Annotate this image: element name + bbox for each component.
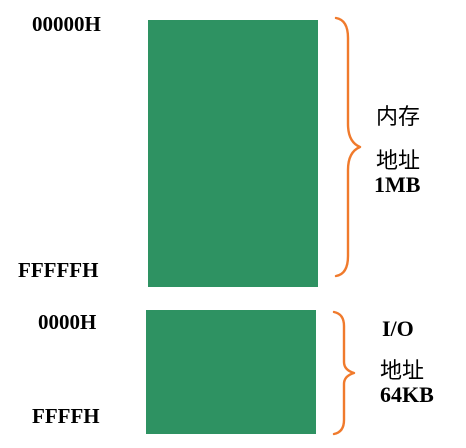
memory-label-line2: 地址	[376, 148, 421, 173]
memory-label-line1: 内存	[376, 104, 421, 129]
memory-range-brace	[334, 16, 362, 278]
io-label-size: 64KB	[380, 382, 434, 407]
io-end-address: FFFFH	[32, 404, 100, 428]
io-label-line1: I/O	[382, 316, 414, 341]
io-label-line2: 地址	[380, 358, 425, 383]
io-range-brace	[332, 310, 356, 436]
io-space-block	[146, 310, 316, 434]
memory-space-block	[148, 20, 318, 287]
memory-end-address: FFFFFH	[18, 258, 99, 282]
memory-label-size: 1MB	[374, 172, 421, 197]
io-start-address: 0000H	[38, 310, 97, 334]
memory-start-address: 00000H	[32, 12, 101, 36]
